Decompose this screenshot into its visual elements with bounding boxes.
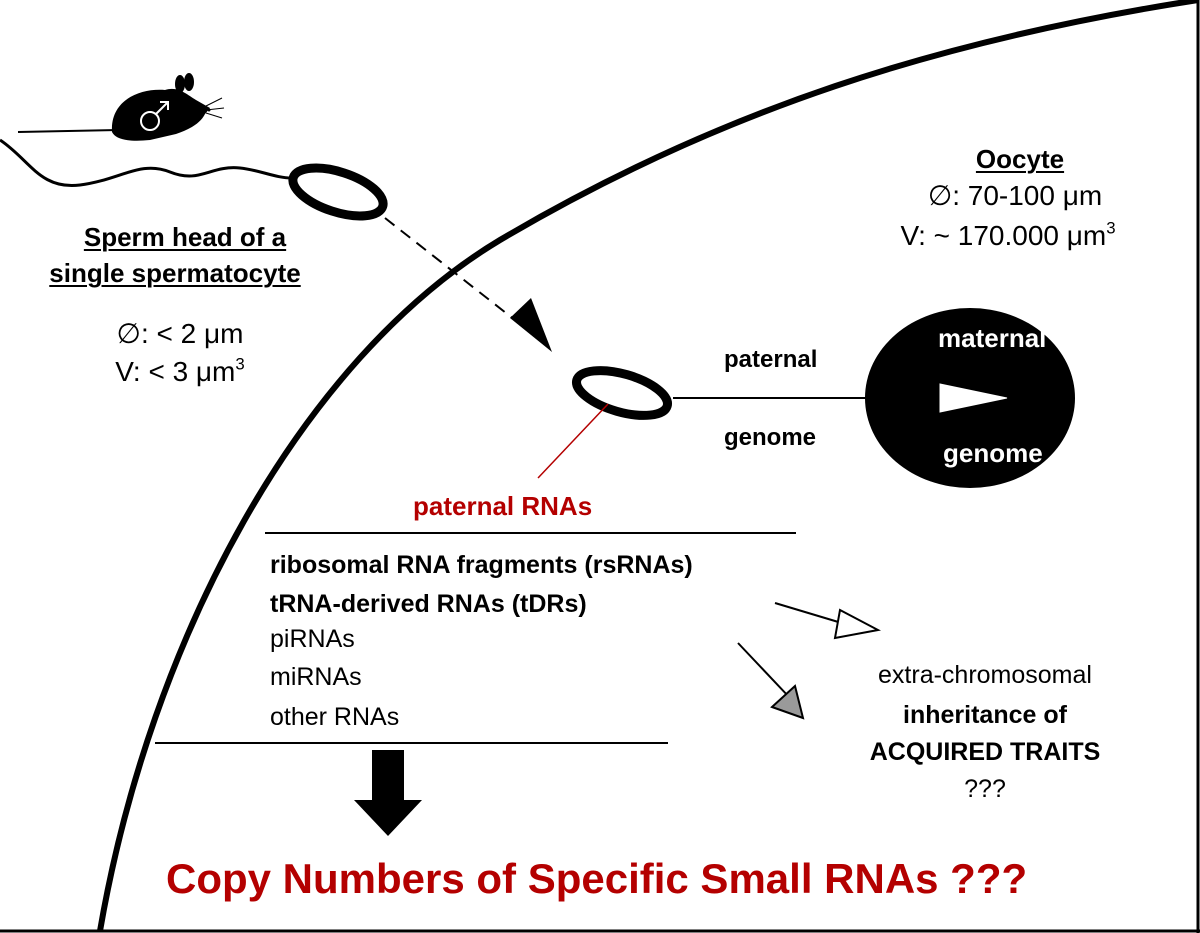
membrane-entry-gap bbox=[443, 255, 494, 296]
sperm-head-outside bbox=[288, 163, 388, 221]
paternal-rna-pointer bbox=[537, 403, 609, 479]
mouse-icon bbox=[17, 73, 225, 141]
sperm-head-inside bbox=[572, 366, 672, 420]
inheritance-line2: inheritance of bbox=[903, 701, 1067, 729]
sperm-entry-path bbox=[384, 217, 521, 325]
rna-item-tdr: tRNA-derived RNAs (tDRs) bbox=[270, 590, 587, 618]
sperm-tail bbox=[0, 138, 293, 188]
maternal-genome-label-bottom: genome bbox=[943, 438, 1043, 468]
sperm-volume: V: < 3 μm3 bbox=[115, 354, 245, 387]
sperm-entry-arrowhead bbox=[510, 298, 552, 352]
oocyte-volume: V: ~ 170.000 μm3 bbox=[900, 218, 1116, 251]
sperm-title-line2: single spermatocyte bbox=[49, 258, 301, 288]
inheritance-arrow-2-head bbox=[770, 684, 805, 720]
maternal-genome-label-top: maternal bbox=[938, 323, 1047, 353]
conclusion-title: Copy Numbers of Specific Small RNAs ??? bbox=[166, 855, 1028, 902]
rna-item-mirna: miRNAs bbox=[270, 663, 362, 691]
paternal-genome-label-bottom: genome bbox=[724, 424, 817, 451]
oocyte-title: Oocyte bbox=[975, 144, 1065, 174]
paternal-rna-heading: paternal RNAs bbox=[413, 491, 593, 521]
diameter-icon: ∅ bbox=[116, 318, 141, 349]
inheritance-line3: ACQUIRED TRAITS bbox=[869, 738, 1101, 766]
oocyte-membrane bbox=[97, 0, 1199, 932]
inheritance-arrow-2-line bbox=[737, 642, 791, 699]
rna-item-pirna: piRNAs bbox=[270, 625, 355, 653]
inheritance-line4: ??? bbox=[964, 775, 1006, 803]
diameter-icon: ∅ bbox=[927, 180, 953, 211]
oocyte-diameter: ∅: 70-100 μm bbox=[927, 180, 1103, 211]
inheritance-line1: extra-chromosomal bbox=[878, 661, 1092, 689]
rna-item-other: other RNAs bbox=[270, 703, 400, 731]
copy-number-down-arrow bbox=[354, 750, 422, 836]
sperm-diameter: ∅: < 2 μm bbox=[116, 318, 244, 349]
inheritance-arrow-1-head bbox=[833, 608, 882, 640]
rna-item-rsrna: ribosomal RNA fragments (rsRNAs) bbox=[270, 551, 693, 579]
genome-merge-arrowhead bbox=[939, 383, 1008, 413]
inheritance-arrow-1-line bbox=[774, 602, 846, 625]
paternal-genome-label-top: paternal bbox=[724, 346, 818, 373]
sperm-title-line1: Sperm head of a bbox=[83, 222, 287, 252]
